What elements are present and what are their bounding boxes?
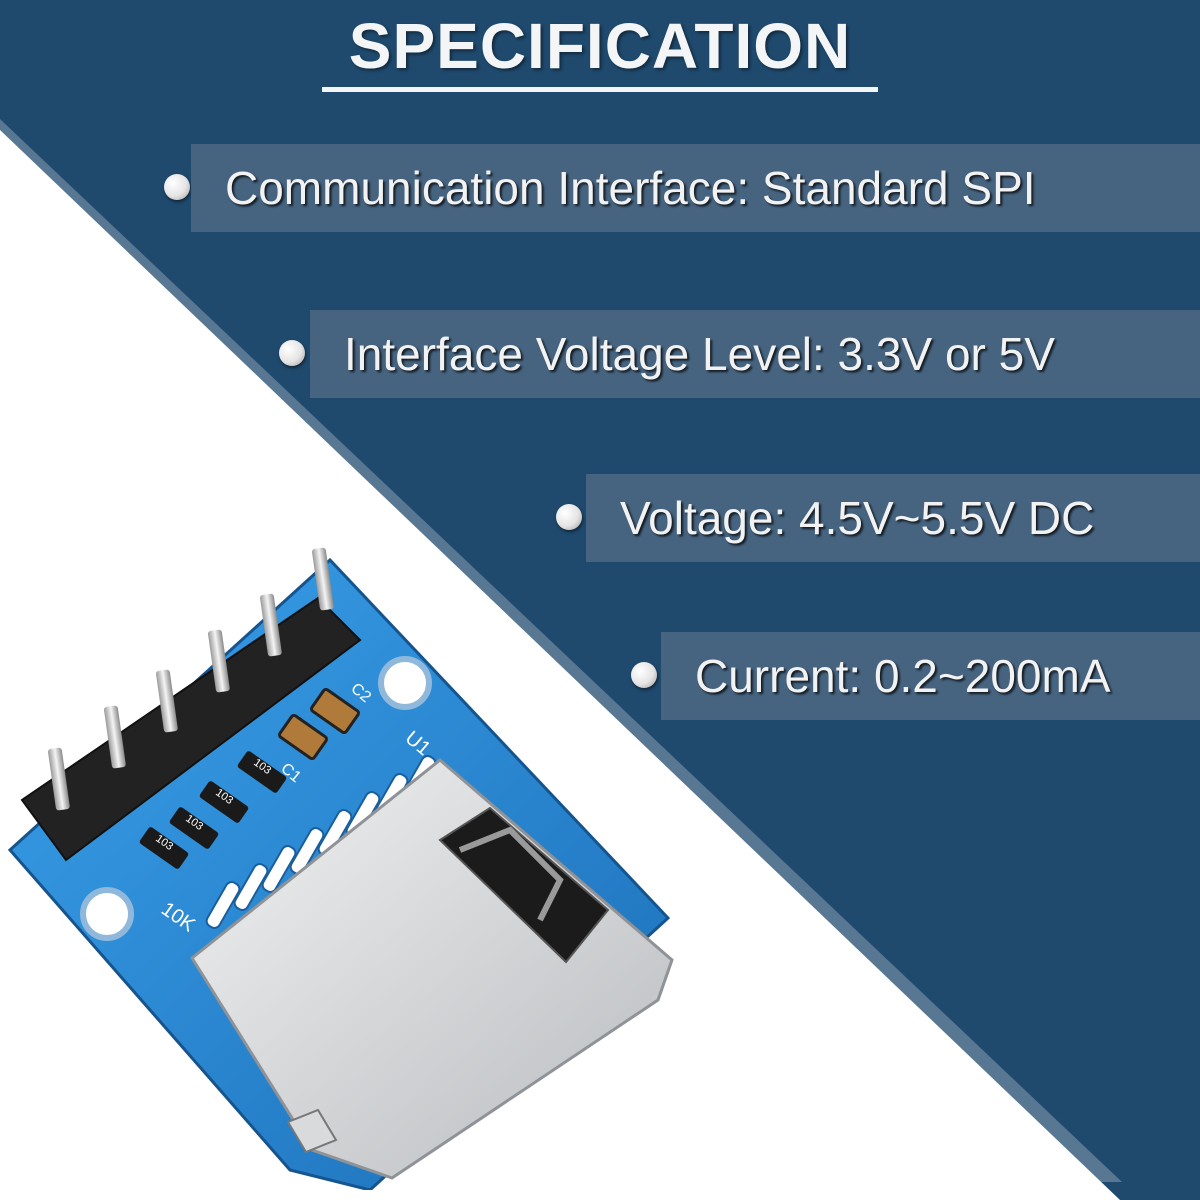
contact-pads	[205, 755, 437, 929]
mounting-hole	[80, 887, 134, 941]
bullet-icon	[556, 504, 582, 530]
spec-current: Current: 0.2~200mA	[661, 632, 1200, 720]
socket-tab	[286, 1108, 338, 1154]
socket-window	[438, 806, 610, 964]
bullet-icon	[631, 662, 657, 688]
bullet-icon	[279, 340, 305, 366]
spec-interface-voltage-level: Interface Voltage Level: 3.3V or 5V	[310, 310, 1200, 398]
bullet-icon	[164, 174, 190, 200]
page-title: SPECIFICATION	[322, 8, 878, 92]
socket-spring	[458, 826, 564, 922]
mounting-hole	[378, 656, 432, 710]
header-pins	[48, 547, 334, 811]
spec-communication-interface: Communication Interface: Standard SPI	[191, 144, 1200, 232]
smd-components	[139, 687, 360, 869]
sd-card-module-illustration: U1 C2 C1 103 103 103 103 10K	[7, 547, 674, 1190]
spec-voltage: Voltage: 4.5V~5.5V DC	[586, 474, 1200, 562]
